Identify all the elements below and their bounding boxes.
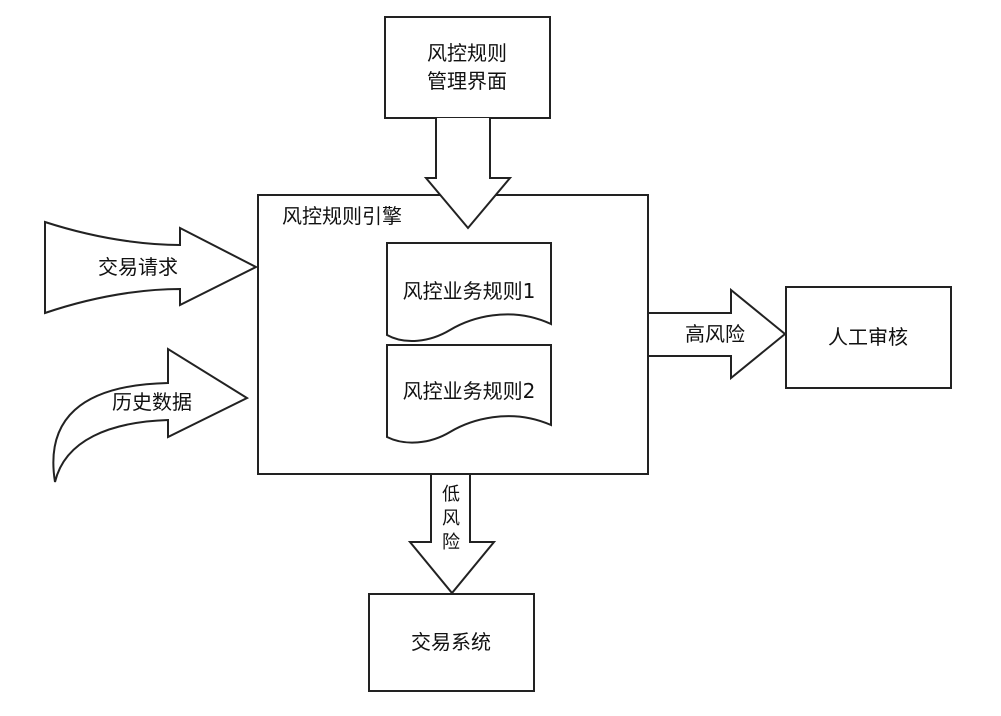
- business-rule-1-shape: [386, 242, 552, 342]
- high-risk-output: 高风险: [647, 287, 787, 381]
- low-risk-label-char-2: 风: [442, 508, 460, 529]
- management-interface-box: [384, 16, 551, 119]
- management-interface-label-line1: 风控规则: [427, 41, 507, 65]
- business-rule-2-label: 风控业务规则2: [403, 379, 536, 403]
- management-to-engine-arrow: [423, 118, 513, 230]
- low-risk-label-char-3: 险: [442, 532, 460, 553]
- history-data-input: 历史数据: [52, 347, 250, 483]
- low-risk-output: 低 风 险: [407, 473, 497, 595]
- manual-review-node: 人工审核: [785, 286, 952, 389]
- transaction-request-label: 交易请求: [98, 255, 178, 279]
- business-rule-1-label: 风控业务规则1: [403, 279, 536, 303]
- history-data-arrow: [52, 347, 250, 483]
- manual-review-label: 人工审核: [828, 325, 908, 349]
- management-interface-label-line2: 管理界面: [427, 69, 507, 93]
- trading-system-label: 交易系统: [411, 630, 491, 654]
- transaction-request-input: 交易请求: [44, 220, 259, 315]
- trading-system-node: 交易系统: [368, 593, 535, 692]
- rule-engine-node: 风控规则引擎: [257, 194, 649, 475]
- business-rule-2-shape: [386, 344, 552, 444]
- management-interface-node: 风控规则 管理界面: [384, 16, 551, 119]
- rule-engine-box: [257, 194, 649, 475]
- trading-system-box: [368, 593, 535, 692]
- rule-engine-title: 风控规则引擎: [282, 204, 402, 228]
- low-risk-label-char-1: 低: [442, 484, 460, 505]
- business-rule-1-node: 风控业务规则1: [386, 242, 552, 342]
- transaction-request-arrow: [44, 220, 259, 315]
- manual-review-box: [785, 286, 952, 389]
- history-data-label: 历史数据: [112, 390, 192, 414]
- low-risk-arrow: [407, 473, 497, 595]
- high-risk-arrow: [647, 287, 787, 381]
- high-risk-label: 高风险: [685, 322, 745, 346]
- business-rule-2-node: 风控业务规则2: [386, 344, 552, 444]
